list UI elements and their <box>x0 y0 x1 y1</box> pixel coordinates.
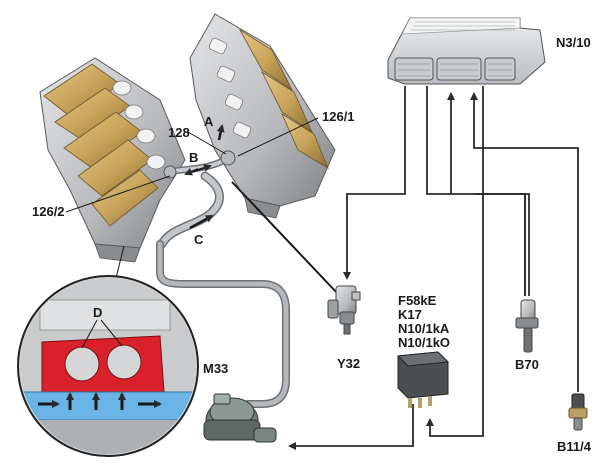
switchover-valve <box>327 285 361 335</box>
cylinder-head-left <box>39 57 186 263</box>
engine-control-unit <box>387 17 546 85</box>
electrical-wiring <box>288 86 579 450</box>
cylinder-head-right-label: 126/1 <box>322 109 355 124</box>
pump-label: M33 <box>203 361 229 376</box>
detail-inset <box>17 275 199 457</box>
coolant-line-label: 128 <box>168 125 190 140</box>
flow-arrows <box>184 124 225 230</box>
sensor-b11-label: B11/4 <box>557 439 591 454</box>
leader-lines <box>65 117 339 295</box>
relay-label-n10-1ka: N10/1kA <box>398 321 450 336</box>
coolant-hose <box>156 240 290 408</box>
cylinder-head-left-label: 126/2 <box>32 204 65 219</box>
sensor-b11-4 <box>568 393 588 431</box>
coolant-pump <box>203 393 277 443</box>
pipe-label-b: B <box>189 150 199 165</box>
sensor-b70-label: B70 <box>515 357 539 372</box>
pipe-label-a: A <box>204 114 214 129</box>
relay-label-n10-1ko: N10/1kO <box>398 335 451 350</box>
detail-d-label: D <box>93 305 103 320</box>
pipe-label-c: C <box>194 232 204 247</box>
coolant-crossover-pipe <box>157 150 236 249</box>
relay-group-label: F58kE K17 N10/1kA N10/1kO <box>398 294 450 350</box>
relay-label-f58ke: F58kE <box>398 293 437 308</box>
valve-label: Y32 <box>337 356 361 371</box>
relay-module <box>396 351 450 408</box>
ecu-label: N3/10 <box>556 35 591 50</box>
sensor-b70 <box>515 299 539 353</box>
relay-label-k17: K17 <box>398 307 422 322</box>
